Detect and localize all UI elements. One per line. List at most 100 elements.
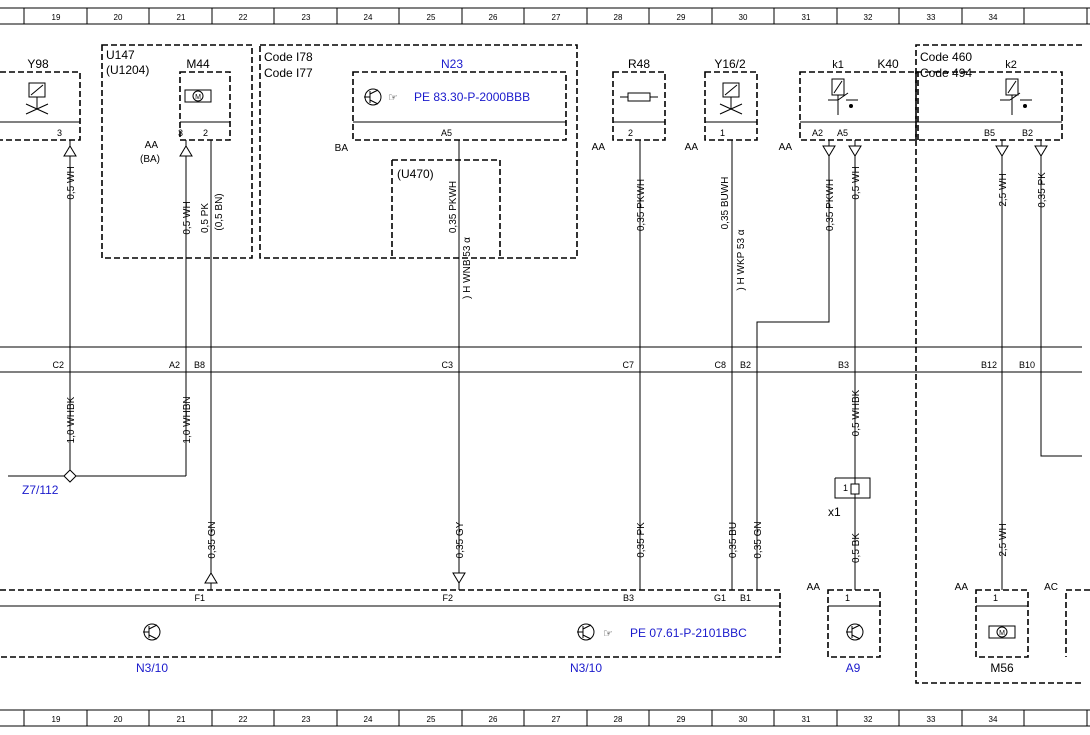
top-ruler-label-34: 34 xyxy=(989,13,998,22)
y98-component[interactable]: Y98 3 xyxy=(0,57,81,141)
bottom-ruler-label-30: 30 xyxy=(739,715,748,724)
bottom-ruler-label-21: 21 xyxy=(177,715,186,724)
svg-text:M: M xyxy=(999,630,1005,637)
k40-component[interactable]: k1 K40 AA A2 A5 xyxy=(779,57,919,153)
m56-ground: AA xyxy=(955,582,969,593)
bottom-ruler-label-26: 26 xyxy=(489,715,498,724)
m44-label: M44 xyxy=(186,57,210,71)
wire-markers xyxy=(63,145,1048,584)
ac-ground: AC xyxy=(1044,582,1058,593)
wire-label: 1,0 WHBK xyxy=(66,396,77,443)
y16-2-label: Y16/2 xyxy=(714,57,746,71)
wire-note: ) H WNB 53 α xyxy=(462,237,473,299)
transistor-icon xyxy=(143,623,161,641)
u470-label: (U470) xyxy=(397,167,434,181)
n23-reference-link[interactable]: PE 83.30-P-2000BBB xyxy=(414,90,530,104)
k40-ground: AA xyxy=(779,142,793,153)
x1-connector[interactable]: 1 x1 xyxy=(828,477,871,519)
u147-ground-alt: (BA) xyxy=(140,154,160,165)
wire-label: 2,5 WH xyxy=(998,523,1009,556)
code-i78-line1: Code I78 xyxy=(264,50,313,64)
m56-component[interactable]: AA 1 M M56 AC xyxy=(955,582,1090,675)
code-i78-group[interactable]: Code I78 Code I77 xyxy=(259,44,578,259)
a9-ground: AA xyxy=(807,582,821,593)
a9-label[interactable]: A9 xyxy=(846,661,861,675)
top-ruler-label-32: 32 xyxy=(864,13,873,22)
wire-labels: 0,5 WH 0,5 WH 0,5 PK (0,5 BN) 0,35 PKWH … xyxy=(66,166,1048,563)
wire-label: 0,35 PKWH xyxy=(448,181,459,233)
n3-pin-b3: B3 xyxy=(623,593,634,603)
resistor-icon xyxy=(620,92,658,102)
bottom-ruler-label-20: 20 xyxy=(114,715,123,724)
x1-label: x1 xyxy=(828,505,841,519)
code-460-group[interactable]: Code 460 Code 494 k2 B5 B2 xyxy=(915,44,1082,684)
wire-label: 0,35 BUWH xyxy=(720,177,731,230)
bottom-ruler-label-28: 28 xyxy=(614,715,623,724)
svg-text:M: M xyxy=(195,94,201,101)
top-ruler-label-24: 24 xyxy=(364,13,373,22)
wires xyxy=(8,140,1082,590)
r48-component[interactable]: R48 AA 2 xyxy=(592,57,666,153)
wire-label: 1,0 WHBN xyxy=(182,396,193,443)
pin-c3: C3 xyxy=(441,360,453,370)
m44-pin2: 2 xyxy=(203,128,208,138)
top-ruler-label-27: 27 xyxy=(552,13,561,22)
bottom-ruler-label-34: 34 xyxy=(989,715,998,724)
n3-10-reference-link[interactable]: PE 07.61-P-2101BBC xyxy=(630,626,747,640)
pin-c7: C7 xyxy=(622,360,634,370)
motor-icon: M xyxy=(184,89,212,103)
top-ruler-label-29: 29 xyxy=(677,13,686,22)
z7-112-link[interactable]: Z7/112 xyxy=(22,483,59,497)
wire-label: 0,35 GN xyxy=(207,521,218,558)
transistor-icon xyxy=(577,623,595,641)
transistor-icon xyxy=(846,623,864,641)
wire-label: 0,35 GY xyxy=(455,521,466,558)
wire-label: 0,35 PK xyxy=(636,522,647,558)
n3-pin-b1: B1 xyxy=(740,593,751,603)
wire-label: 0,35 PKWH xyxy=(636,179,647,231)
code-460-line2: Code 494 xyxy=(920,66,972,80)
pin-b8: B8 xyxy=(194,360,205,370)
top-ruler-label-26: 26 xyxy=(489,13,498,22)
wire-label: 2,5 WH xyxy=(998,173,1009,206)
top-ruler-label-25: 25 xyxy=(427,13,436,22)
pin-b10: B10 xyxy=(1019,360,1035,370)
m56-label: M56 xyxy=(990,661,1014,675)
code-460-pin2: B2 xyxy=(1022,128,1033,138)
bottom-ruler-label-24: 24 xyxy=(364,715,373,724)
x1-pin: 1 xyxy=(843,483,848,493)
y98-label: Y98 xyxy=(27,57,49,71)
pin-c8: C8 xyxy=(714,360,726,370)
bottom-ruler-label-19: 19 xyxy=(52,715,61,724)
relay-icon xyxy=(828,78,858,115)
top-ruler-label-30: 30 xyxy=(739,13,748,22)
bottom-ruler-label-27: 27 xyxy=(552,715,561,724)
y16-2-component[interactable]: Y16/2 AA 1 xyxy=(685,57,758,153)
wire-label: 0,5 WH xyxy=(851,166,862,199)
u147-alt-label: (U1204) xyxy=(106,63,149,77)
r48-label: R48 xyxy=(628,57,650,71)
n23-label[interactable]: N23 xyxy=(441,57,463,71)
n3-10-label-left[interactable]: N3/10 xyxy=(136,661,168,675)
transistor-icon xyxy=(364,88,382,106)
pointing-hand-icon: ☞ xyxy=(388,92,398,104)
splice-icon xyxy=(63,469,77,483)
top-ruler-label-21: 21 xyxy=(177,13,186,22)
m44-component[interactable]: M44 M 3 2 xyxy=(178,57,231,141)
code-460-pin1: B5 xyxy=(984,128,995,138)
r48-ground: AA xyxy=(592,142,606,153)
top-ruler-label-19: 19 xyxy=(52,13,61,22)
u147-group[interactable]: U147 (U1204) AA (BA) xyxy=(101,44,253,259)
n3-pin-g1: G1 xyxy=(714,593,726,603)
a9-pin: 1 xyxy=(845,593,850,603)
pin-a2: A2 xyxy=(169,360,180,370)
code-460-line1: Code 460 xyxy=(920,50,972,64)
n3-10-component[interactable]: F1 F2 B3 G1 B1 ☞ PE 07.61-P-2101BBC N3/1… xyxy=(0,589,781,675)
wire-label: 0,35 PKWH xyxy=(825,179,836,231)
n3-pin-f2: F2 xyxy=(442,593,453,603)
a9-component[interactable]: AA 1 A9 xyxy=(807,582,881,675)
n3-10-label-right[interactable]: N3/10 xyxy=(570,661,602,675)
top-ruler-label-28: 28 xyxy=(614,13,623,22)
n3-pin-f1: F1 xyxy=(194,593,205,603)
